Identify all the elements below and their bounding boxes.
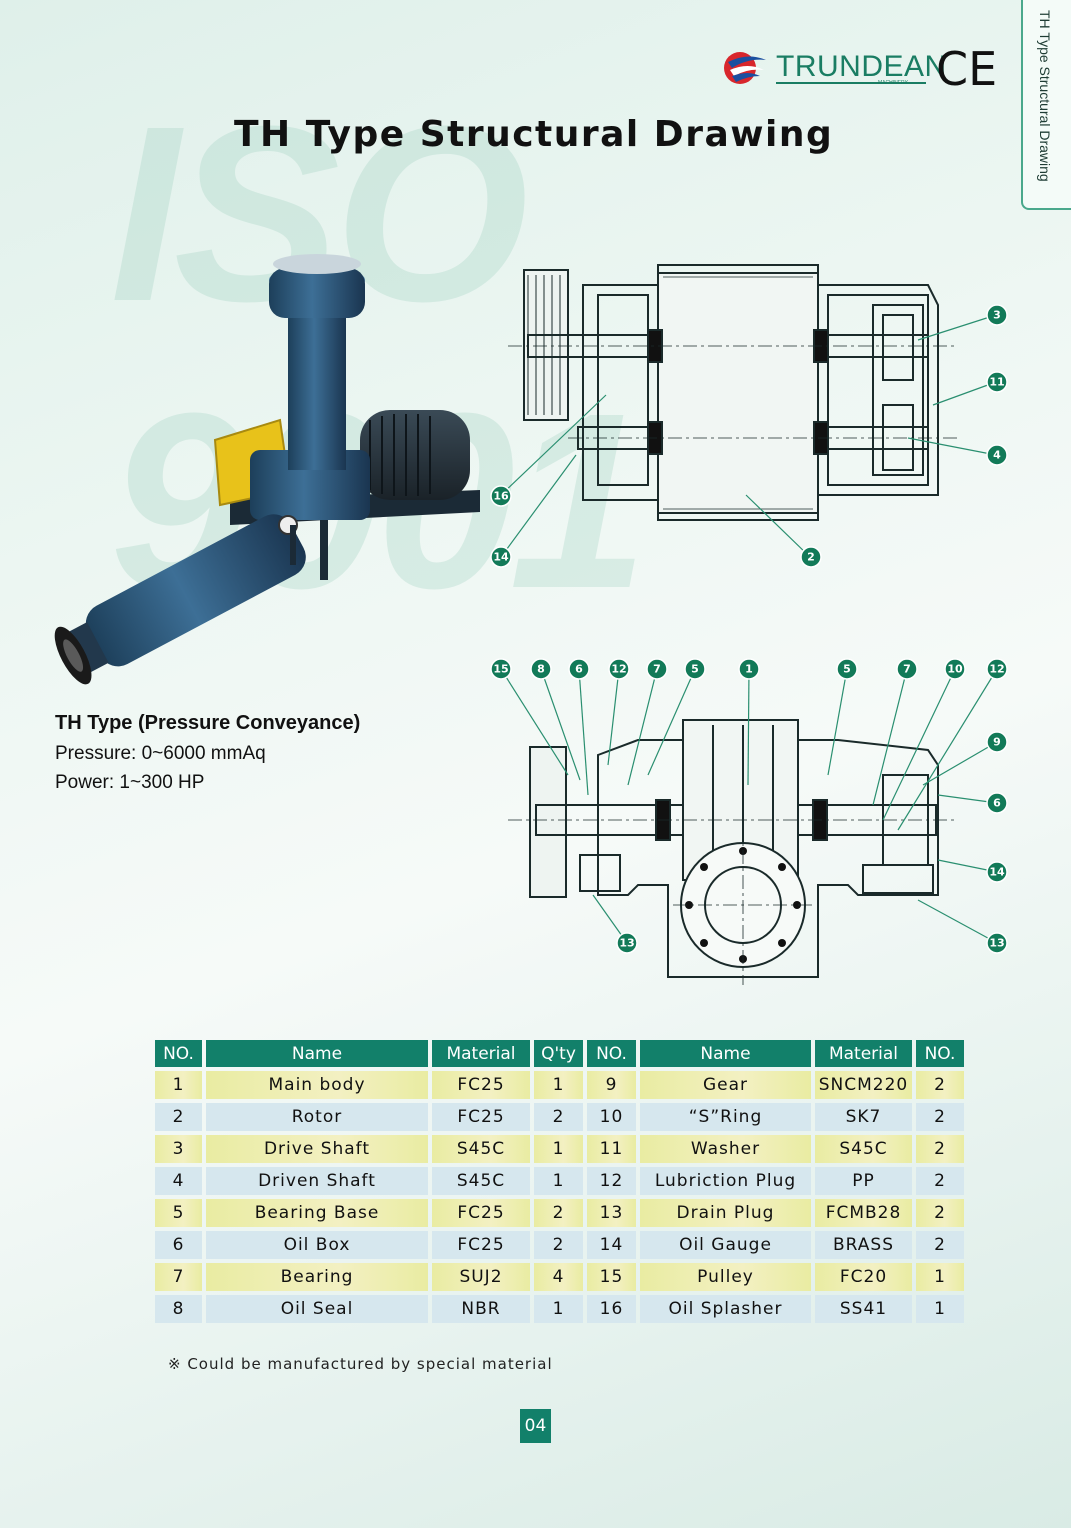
brand-name: TRUNDEAN — [776, 50, 947, 83]
callout-6b: 6 — [986, 792, 1008, 814]
svg-text:16: 16 — [493, 490, 509, 503]
callout-2: 2 — [800, 546, 822, 568]
svg-text:12: 12 — [989, 663, 1004, 676]
page-title: TH Type Structural Drawing — [234, 114, 834, 155]
callout-10: 10 — [944, 658, 966, 680]
col-material-2: Material — [815, 1040, 912, 1067]
svg-text:14: 14 — [493, 551, 509, 564]
svg-text:5: 5 — [843, 663, 851, 676]
col-name: Name — [206, 1040, 428, 1067]
svg-text:15: 15 — [493, 663, 508, 676]
callout-13: 13 — [616, 932, 638, 954]
svg-text:1: 1 — [745, 663, 753, 676]
callout-12: 12 — [608, 658, 630, 680]
svg-text:12: 12 — [611, 663, 626, 676]
svg-text:4: 4 — [993, 449, 1001, 462]
callout-13b: 13 — [986, 932, 1008, 954]
svg-text:13: 13 — [989, 937, 1004, 950]
top-callouts: 3 11 4 16 14 2 — [490, 304, 1008, 568]
spec-power: Power: 1~300 HP — [55, 772, 205, 793]
table-header-row: NO. Name Material Q'ty NO. Name Material… — [155, 1040, 964, 1067]
callout-16: 16 — [490, 485, 512, 507]
svg-text:7: 7 — [903, 663, 911, 676]
svg-text:9: 9 — [993, 736, 1001, 749]
brand-swirl-icon — [724, 52, 766, 84]
callout-11: 11 — [986, 371, 1008, 393]
bottom-structural-drawing: 15 8 6 12 7 5 1 5 7 10 12 9 6 14 13 13 — [490, 658, 1008, 985]
svg-text:8: 8 — [537, 663, 545, 676]
col-qty: Q'ty — [534, 1040, 583, 1067]
brand-underline — [776, 82, 926, 84]
svg-text:13: 13 — [619, 937, 634, 950]
svg-text:6: 6 — [575, 663, 583, 676]
material-note: ※ Could be manufactured by special mater… — [168, 1355, 553, 1373]
callout-7b: 7 — [896, 658, 918, 680]
callout-7: 7 — [646, 658, 668, 680]
side-tab-label: TH Type Structural Drawing — [1037, 10, 1053, 182]
bottom-callouts: 15 8 6 12 7 5 1 5 7 10 12 9 6 14 13 13 — [490, 658, 1008, 954]
svg-text:2: 2 — [807, 551, 815, 564]
callout-1: 1 — [738, 658, 760, 680]
callout-12b: 12 — [986, 658, 1008, 680]
callout-9: 9 — [986, 731, 1008, 753]
top-structural-drawing: 3 11 4 16 14 2 — [490, 264, 1008, 568]
brand-logo: TRUNDEAN MACHINERY CE — [718, 42, 1008, 98]
callout-14: 14 — [986, 861, 1008, 883]
page-number: 04 — [520, 1409, 551, 1443]
callout-3: 3 — [986, 304, 1008, 326]
callout-15: 15 — [490, 658, 512, 680]
ce-mark: CE — [936, 42, 998, 96]
side-tab: TH Type Structural Drawing — [1021, 0, 1071, 210]
svg-text:5: 5 — [691, 663, 699, 676]
svg-text:3: 3 — [993, 309, 1001, 322]
svg-text:7: 7 — [653, 663, 661, 676]
callout-14: 14 — [490, 546, 512, 568]
svg-text:10: 10 — [947, 663, 963, 676]
spec-heading: TH Type (Pressure Conveyance) — [55, 712, 361, 734]
brand-sub: MACHINERY — [878, 80, 908, 86]
col-name-2: Name — [640, 1040, 811, 1067]
spec-pressure: Pressure: 0~6000 mmAq — [55, 743, 266, 764]
parts-table: NO. Name Material Q'ty NO. Name Material… — [151, 1036, 968, 1327]
callout-8: 8 — [530, 658, 552, 680]
callout-4: 4 — [986, 444, 1008, 466]
col-no: NO. — [155, 1040, 202, 1067]
col-material: Material — [432, 1040, 530, 1067]
col-no-3: NO. — [916, 1040, 964, 1067]
svg-text:11: 11 — [989, 376, 1004, 389]
callout-6: 6 — [568, 658, 590, 680]
spec-block: TH Type (Pressure Conveyance) Pressure: … — [55, 712, 360, 797]
svg-text:6: 6 — [993, 797, 1001, 810]
callout-5: 5 — [684, 658, 706, 680]
svg-text:14: 14 — [989, 866, 1005, 879]
col-no-2: NO. — [587, 1040, 636, 1067]
callout-5b: 5 — [836, 658, 858, 680]
blower-product-image — [54, 254, 480, 685]
